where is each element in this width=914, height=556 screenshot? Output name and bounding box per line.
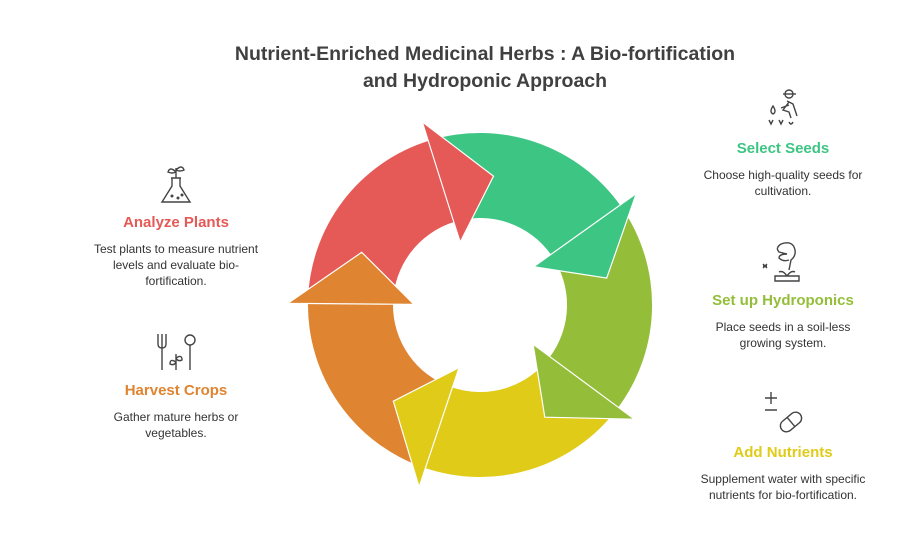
farmer-planting-seeds-icon [768, 89, 798, 126]
step-description: Test plants to measure nutrient levels a… [93, 242, 259, 288]
hydroponic-plant-icon [762, 242, 800, 282]
plus-minus-capsule-icon [765, 392, 803, 433]
step-description: Place seeds in a soil-less growing syste… [715, 320, 851, 350]
step-select-seeds: Select Seeds Choose high-quality seeds f… [698, 86, 868, 199]
title-line-2: and Hydroponic Approach [362, 70, 608, 92]
flask-sprout-icon [160, 166, 192, 203]
arrow-analyze-plants-body [308, 140, 455, 304]
arrow-harvest-crops-head [286, 251, 416, 306]
step-heading: Analyze Plants [123, 214, 229, 231]
arrow-set-up-hydroponics-head [532, 342, 637, 420]
step-analyze-plants: Analyze Plants Test plants to measure nu… [91, 160, 261, 289]
step-heading: Harvest Crops [124, 382, 228, 399]
step-heading: Add Nutrients [733, 444, 833, 461]
page-title: Nutrient-Enriched Medicinal Herbs : A Bi… [150, 41, 820, 95]
arrow-analyze-plants-head [421, 120, 495, 244]
step-set-up-hydroponics: Set up Hydroponics Place seeds in a soil… [698, 238, 868, 351]
step-description: Gather mature herbs or vegetables. [113, 410, 239, 440]
arrow-select-seeds-head [532, 191, 638, 279]
step-heading: Select Seeds [736, 140, 830, 157]
step-add-nutrients: Add Nutrients Supplement water with spec… [698, 390, 868, 503]
step-description: Supplement water with specific nutrients… [700, 472, 866, 502]
arrow-add-nutrients-head [392, 366, 461, 490]
step-heading: Set up Hydroponics [712, 292, 854, 309]
step-harvest-crops: Harvest Crops Gather mature herbs or veg… [91, 328, 261, 441]
fork-sprout-spoon-icon [157, 334, 196, 370]
title-line-1: Nutrient-Enriched Medicinal Herbs : A Bi… [234, 43, 736, 65]
step-description: Choose high-quality seeds for cultivatio… [703, 168, 863, 198]
